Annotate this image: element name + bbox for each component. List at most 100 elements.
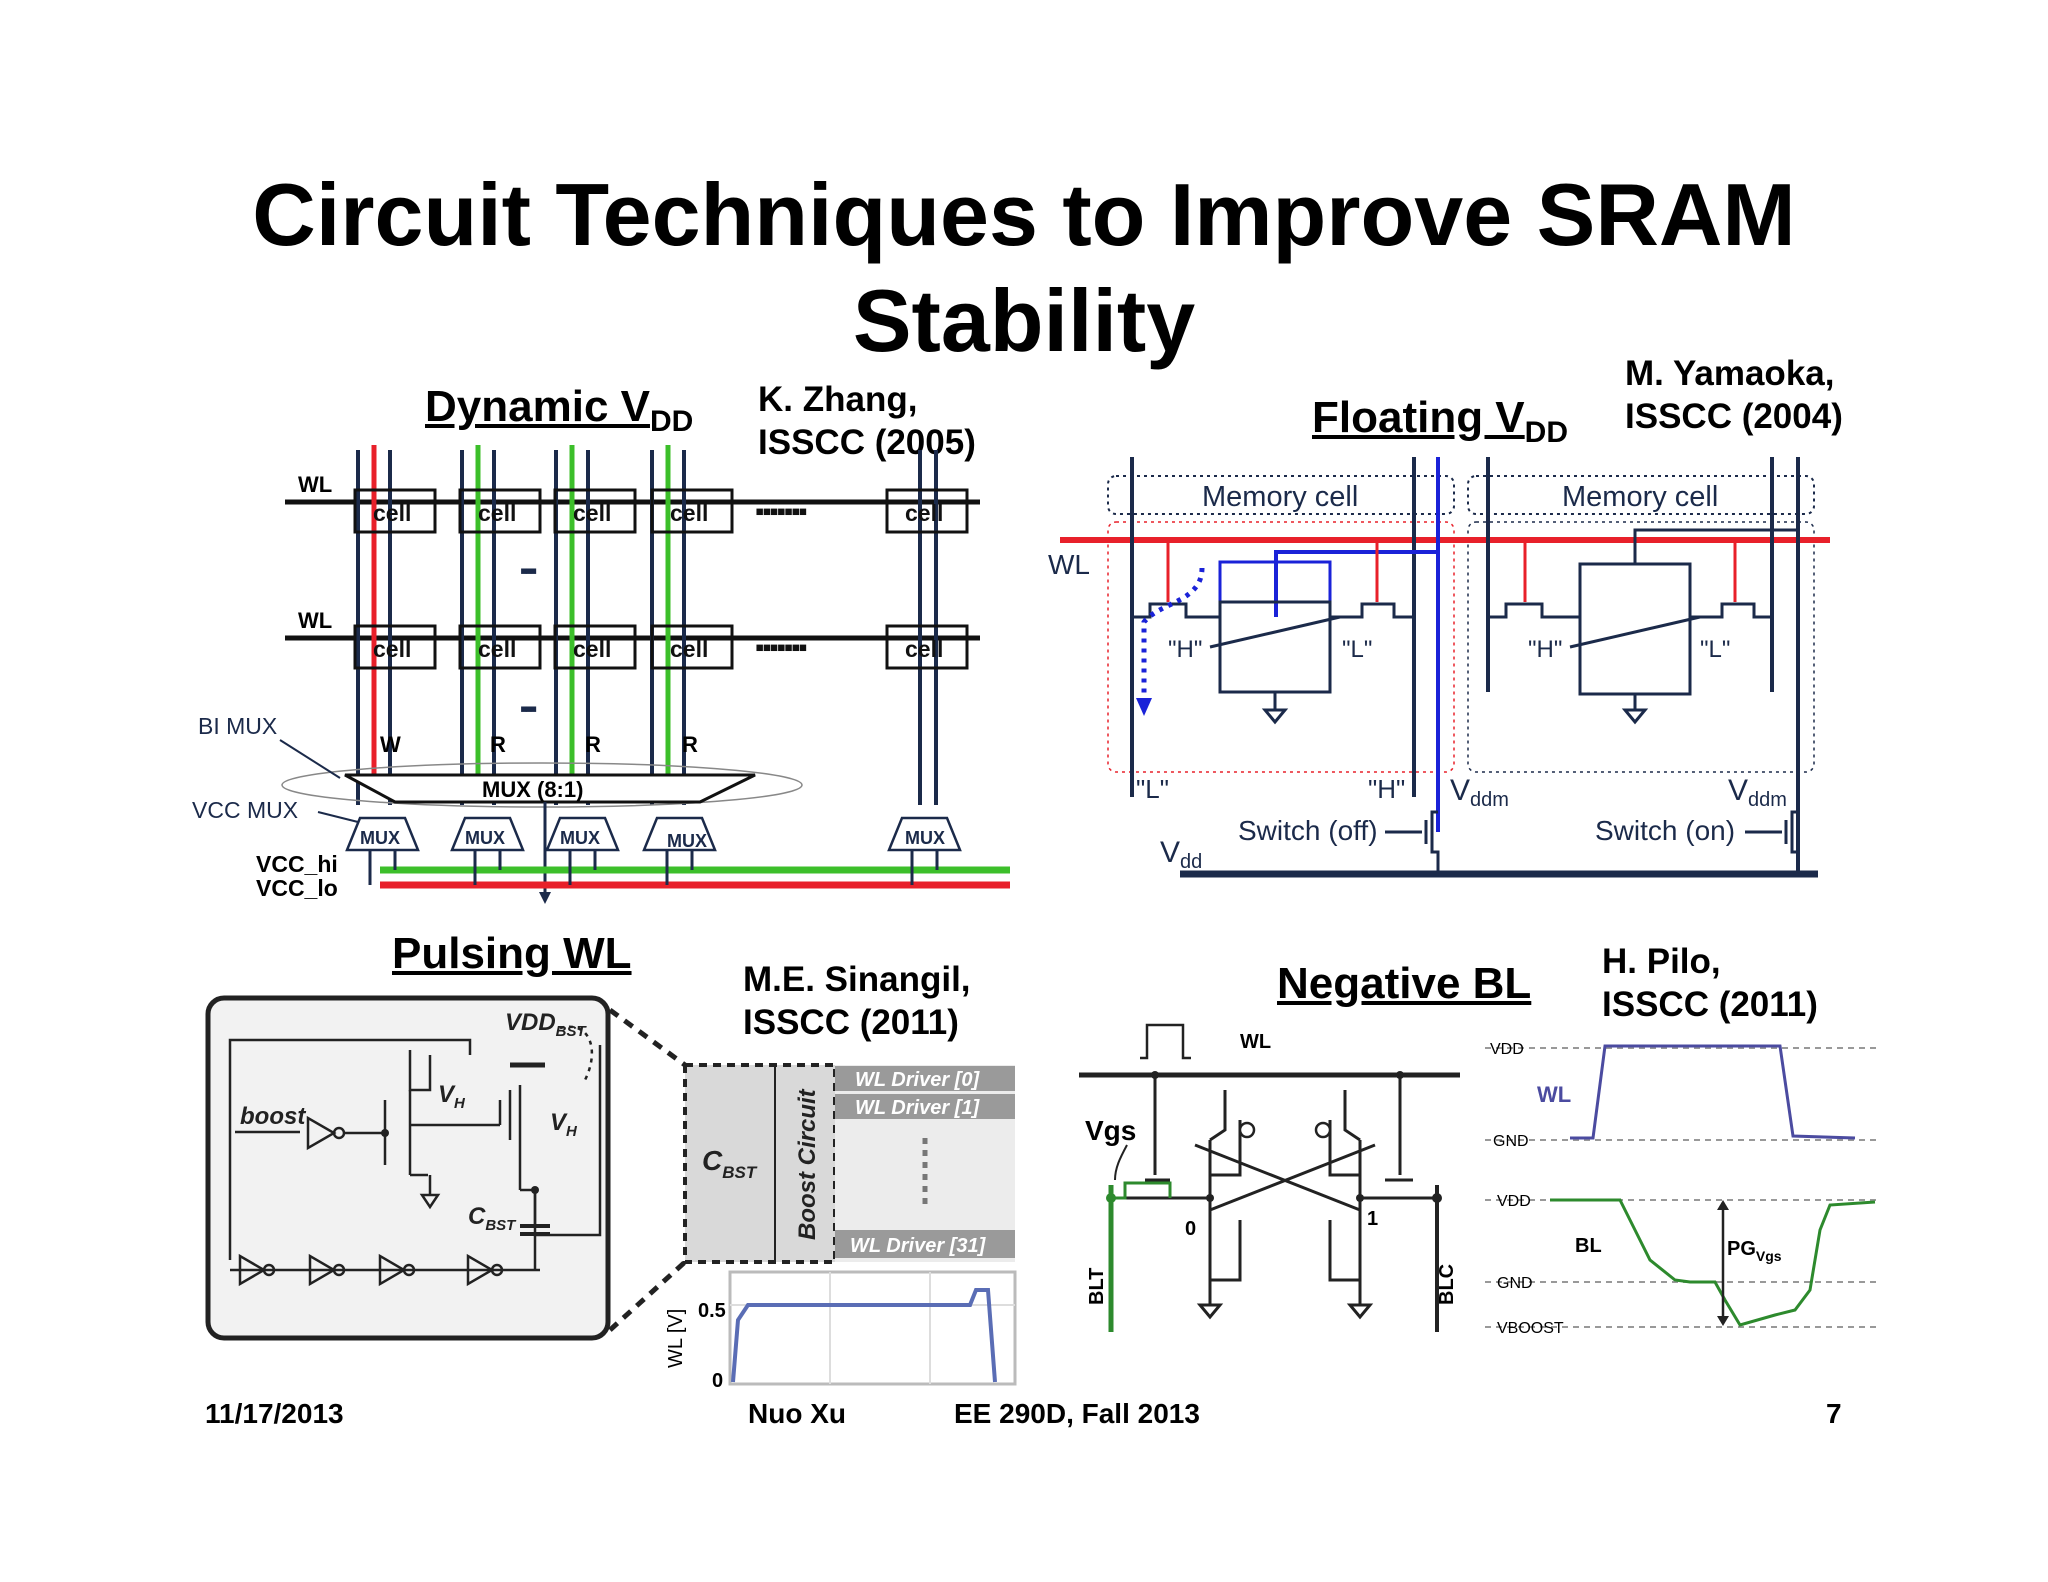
cell-box	[553, 488, 637, 534]
footer-page-number: 7	[1826, 1398, 1842, 1429]
heading-sub: DD	[649, 405, 694, 438]
cell-box	[353, 488, 437, 534]
gnd-level: GND	[1493, 1133, 1529, 1150]
node-l: "L"	[1700, 636, 1730, 663]
mux-label: MUX	[560, 828, 600, 848]
cell-box	[553, 624, 637, 670]
heading-sub: DD	[1524, 416, 1568, 449]
wl-waveform	[731, 1288, 997, 1383]
vdd-label: Vdd	[1160, 836, 1202, 873]
heading-text: Dynamic V	[425, 382, 650, 431]
vddm-label-right: Vddm	[1728, 774, 1787, 811]
gnd-level: GND	[1497, 1275, 1533, 1292]
vddbst-label: VDDBST	[505, 1009, 588, 1040]
footer-date: 11/17/2013	[205, 1398, 344, 1429]
node-0: 0	[1185, 1218, 1196, 1240]
negative-bl-heading: Negative BL	[1277, 959, 1532, 1008]
mux81-block	[344, 773, 756, 804]
footer-course: EE 290D, Fall 2013	[954, 1398, 1200, 1429]
title-line-1: Circuit Techniques to Improve SRAM	[252, 165, 1796, 264]
footer-author: Nuo Xu	[748, 1398, 846, 1429]
pulsing-wl-heading: Pulsing WL	[392, 929, 632, 978]
cell-box	[885, 624, 969, 670]
dynamic-ref: K. Zhang,ISSCC (2005)	[758, 378, 976, 464]
dynamic-vdd-heading: Dynamic VDD	[425, 382, 693, 439]
vh-label: VH	[438, 1081, 466, 1112]
wl-label-bottom: WL	[298, 608, 332, 633]
vcc-mux-label: VCC MUX	[192, 797, 298, 823]
dynamic-vdd-diagram: WL WL cell cell cel	[192, 445, 1010, 904]
node-h: "H"	[1168, 636, 1202, 663]
vcc-hi-label: VCC_hi	[256, 851, 338, 877]
right-cell-region	[1467, 521, 1815, 773]
cell-label: cell	[573, 636, 611, 662]
bl-h: "H"	[1368, 774, 1405, 804]
cell-label: cell	[905, 636, 943, 662]
heading-text: Floating V	[1312, 393, 1525, 442]
bi-mux-ellipse	[281, 762, 803, 808]
ref-venue: ISSCC (2004)	[1625, 397, 1843, 436]
mux-label: MUX	[360, 828, 400, 848]
vh-label: VH	[550, 1109, 578, 1140]
wl-label-top: WL	[298, 472, 332, 497]
wl-driver-0: WL Driver [0]	[855, 1069, 980, 1091]
memory-cell-box	[1467, 475, 1815, 515]
bl-signal-label: BL	[1575, 1235, 1602, 1257]
ref-venue: ISSCC (2011)	[1602, 985, 1818, 1024]
cell-label: cell	[373, 636, 411, 662]
boost-panel	[205, 995, 611, 1341]
ref-venue: ISSCC (2005)	[758, 423, 976, 462]
mux-label: MUX	[667, 831, 707, 851]
row-ellipsis: ▪▪▪▪▪▪▪	[755, 632, 806, 662]
ref-author: H. Pilo,	[1602, 942, 1721, 981]
cell-label: cell	[905, 500, 943, 526]
cell-label: cell	[670, 636, 708, 662]
bi-mux-label: BI MUX	[198, 713, 277, 739]
vdd-level: VDD	[1490, 1041, 1524, 1058]
slide-title: Circuit Techniques to Improve SRAM Stabi…	[0, 162, 2048, 374]
cell-label: cell	[573, 500, 611, 526]
boost-circuit-label: Boost Circuit	[794, 1088, 821, 1240]
switch-off-label: Switch (off)	[1238, 815, 1378, 846]
write-label: W	[380, 732, 401, 757]
cbst-label: CBST	[468, 1203, 517, 1234]
memory-cell-label: Memory cell	[1562, 481, 1718, 513]
wl-driver-31: WL Driver [31]	[850, 1235, 987, 1257]
wl-driver-1: WL Driver [1]	[855, 1097, 980, 1119]
blt-label: BLT	[1086, 1268, 1108, 1305]
cell-box	[650, 624, 734, 670]
left-cell-region	[1107, 521, 1455, 773]
cell-box	[650, 488, 734, 534]
wl-waveform-chart	[728, 1270, 1017, 1386]
node-l: "L"	[1342, 636, 1372, 663]
wl-label: WL	[1048, 549, 1090, 580]
cell-box	[885, 488, 969, 534]
negative-ref: H. Pilo, ISSCC (2011)	[1602, 940, 1818, 1026]
wl-signal-label: WL	[1537, 1082, 1571, 1107]
cell-label: cell	[373, 500, 411, 526]
wl-label: WL	[1240, 1031, 1271, 1053]
pulsing-ref: M.E. Sinangil,ISSCC (2011)	[743, 958, 971, 1044]
floating-vdd-heading: Floating VDD	[1312, 393, 1568, 450]
pulsing-wl-diagram: boost VDDBST VH VH CBST CBST Boost Circu…	[205, 995, 1017, 1392]
read-label: R	[490, 732, 506, 757]
blc-label: BLC	[1436, 1264, 1458, 1305]
negative-bl-diagram: WL BLT BLC Vgs 0 1	[1079, 1023, 1880, 1337]
arrow-head	[539, 892, 551, 904]
cell-label: cell	[478, 500, 516, 526]
leak-arrow	[1141, 567, 1205, 702]
mux-label: MUX	[465, 828, 505, 848]
floating-vdd-diagram: Memory cell Memory cell WL	[1048, 457, 1830, 878]
left-cell-circuit	[1132, 540, 1414, 725]
read-label: R	[682, 732, 698, 757]
ref-venue: ISSCC (2011)	[743, 1003, 959, 1042]
bl-waveform	[1550, 1198, 1876, 1327]
tick-05: 0.5	[698, 1300, 726, 1322]
mux-label: MUX	[905, 828, 945, 848]
memory-cell-label: Memory cell	[1202, 481, 1358, 513]
cell-box	[458, 488, 542, 534]
cell-label: cell	[478, 636, 516, 662]
right-cell-circuit	[1488, 540, 1772, 725]
mux81-label: MUX (8:1)	[482, 777, 583, 802]
title-line-2: Stability	[852, 271, 1196, 370]
